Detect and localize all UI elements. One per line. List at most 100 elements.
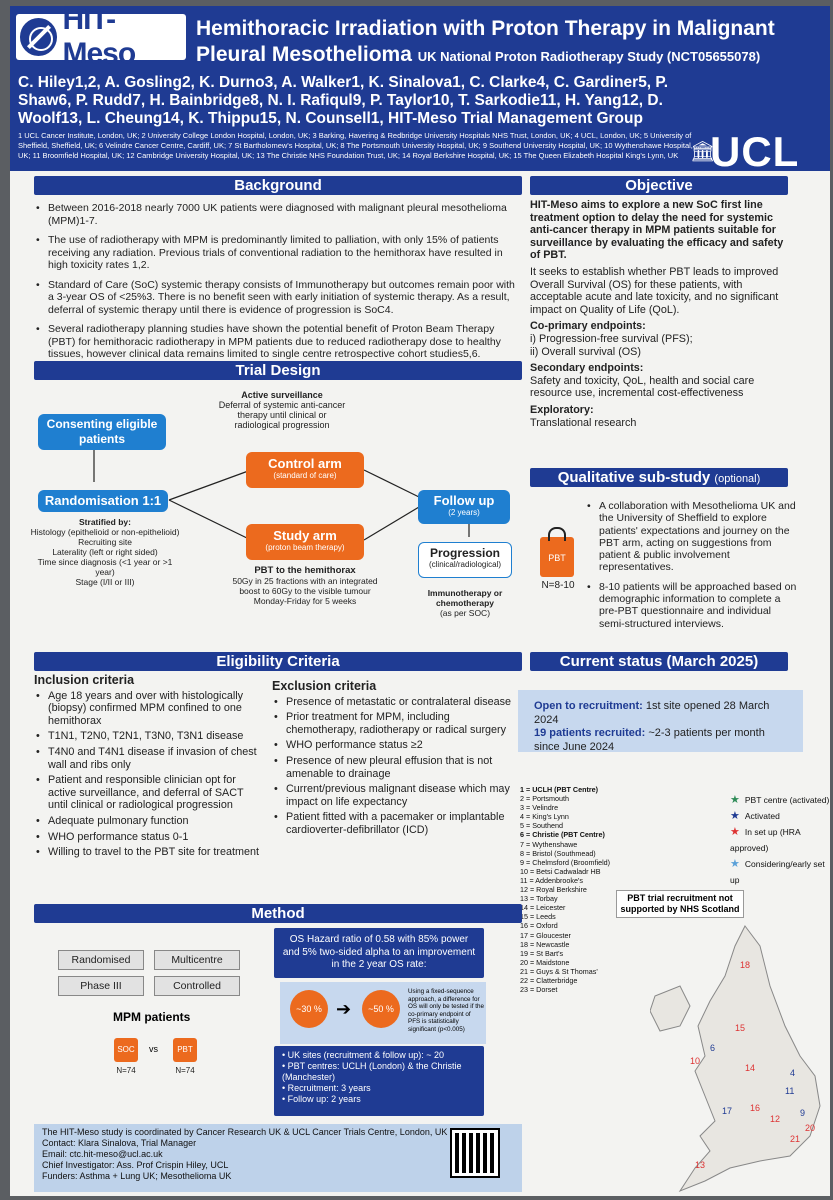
footer-email[interactable]: Email: ctc.hit-meso@ucl.ac.uk (42, 1149, 163, 1159)
co-primary-2: ii) Overall survival (OS) (530, 345, 641, 358)
arrow-right-icon: ➔ (336, 999, 352, 1019)
secondary-text: Safety and toxicity, QoL, health and soc… (530, 374, 755, 400)
author-list: C. Hiley1,2, A. Gosling2, K. Durno3, A. … (18, 74, 669, 127)
method-bullet: • PBT centres: UCLH (London) & the Chris… (282, 1061, 462, 1082)
progression-label: Progression (429, 546, 501, 560)
open-label: Open to recruitment: (534, 700, 643, 712)
secondary-title: Secondary endpoints: (530, 362, 644, 375)
site-item: 18 = Newcastle (520, 939, 570, 949)
uk-map: 18 15 6 10 14 4 11 16 17 12 9 20 21 13 (650, 925, 821, 1193)
site-item: 2 = Portsmouth (520, 794, 569, 804)
trial-design-heading: Trial Design (34, 361, 522, 380)
star-blue-icon: ★ (730, 810, 740, 822)
method-bullet: • Follow up: 2 years (282, 1094, 361, 1104)
background-item: Several radiotherapy planning studies ha… (34, 323, 522, 361)
soc-badge-icon: SOC (114, 1038, 138, 1062)
site-item: 22 = Clatterbridge (520, 975, 578, 985)
progression-sub: (clinical/radiological) (428, 560, 502, 569)
control-arm-label: Control arm (268, 456, 342, 471)
immuno-sub: (as per SOC) (439, 608, 491, 618)
recruited-text: ~2-3 patients per month since June 2024 (534, 727, 765, 753)
objective-lead: HIT-Meso aims to explore a new SoC first… (530, 199, 784, 262)
affiliations: 1 UCL Cancer Institute, London, UK; 2 Un… (18, 131, 693, 160)
site-item: 20 = Maidstone (520, 957, 570, 967)
open-text: 1st site opened 28 March 2024 (534, 700, 770, 726)
exclusion-criteria: Exclusion criteria Presence of metastati… (272, 680, 522, 840)
inclusion-title: Inclusion criteria (34, 673, 135, 687)
map-marker: 9 (800, 1108, 805, 1118)
objective-seeks: It seeks to establish whether PBT leads … (530, 265, 779, 316)
vs-label: vs (149, 1044, 158, 1054)
map-marker: 6 (710, 1043, 715, 1053)
site-item: 4 = King's Lynn (520, 812, 569, 822)
inclusion-item: T4N0 and T4N1 disease if invasion of che… (34, 746, 264, 771)
site-item: 6 = Christie (PBT Centre) (520, 830, 605, 840)
active-surveillance-title: Active surveillance (241, 390, 323, 400)
inclusion-item: WHO performance status 0-1 (34, 831, 264, 844)
qualitative-title: Qualitative sub-study (557, 469, 711, 486)
inclusion-item: Patient and responsible clinician opt fo… (34, 774, 264, 812)
site-item: 8 = Bristol (Southmead) (520, 848, 596, 858)
site-item: 19 = St Bart's (520, 948, 564, 958)
logo-text: HIT-Meso (62, 3, 136, 70)
legend-item: Considering/early set up (730, 859, 825, 885)
qualitative-heading: Qualitative sub-study (optional) (530, 468, 788, 487)
footer-line: Chief Investigator: Ass. Prof Crispin Hi… (42, 1160, 229, 1170)
exploratory-text: Translational research (530, 416, 637, 429)
status-heading: Current status (March 2025) (530, 652, 788, 671)
site-item: 23 = Dorset (520, 985, 558, 995)
site-item: 10 = Betsi Cadwaladr HB (520, 866, 601, 876)
exclusion-item: WHO performance status ≥2 (272, 739, 522, 752)
controlled-tag: Controlled (154, 976, 240, 996)
follow-up-sub: (2 years) (448, 508, 480, 517)
sequence-text: Using a fixed-sequence approach, a diffe… (408, 988, 484, 1033)
site-item: 5 = Southend (520, 821, 563, 831)
pbt-badge-icon: PBT (173, 1038, 197, 1062)
stratified-item: Histology (epithelioid or non-epithelioi… (30, 527, 180, 537)
multicentre-tag: Multicentre (154, 950, 240, 970)
inclusion-item: Willing to travel to the PBT site for tr… (34, 846, 264, 859)
map-marker: 15 (735, 1023, 745, 1033)
inclusion-criteria: Inclusion criteria Age 18 years and over… (34, 674, 264, 862)
poster-title: Hemithoracic Irradiation with Proton The… (196, 16, 826, 70)
map-marker: 13 (695, 1160, 705, 1170)
study-arm-label: Study arm (273, 528, 337, 543)
qr-code-icon[interactable] (450, 1128, 500, 1178)
stratified-item: Stage (I/II or III) (75, 577, 135, 587)
ucl-logo: UCL (710, 128, 800, 175)
site-item: 7 = Wythenshawe (520, 839, 578, 849)
recruited-label: 19 patients recruited: (534, 727, 646, 739)
poster-header: HIT-Meso Hemithoracic Irradiation with P… (10, 3, 830, 175)
exclusion-item: Presence of new pleural effusion that is… (272, 755, 522, 780)
background-heading: Background (34, 176, 522, 195)
badge-handle-icon (548, 527, 566, 541)
stratified-item: Laterality (left or right sided) (52, 547, 158, 557)
hit-meso-logo: HIT-Meso (16, 3, 186, 70)
inclusion-item: Age 18 years and over with histologicall… (34, 690, 264, 728)
site-item: 17 = Gloucester (520, 930, 571, 940)
qualitative-item: 8-10 patients will be approached based o… (585, 581, 797, 630)
footer-line: Contact: Klara Sinalova, Trial Manager (42, 1138, 197, 1148)
site-item: 12 = Royal Berkshire (520, 885, 587, 895)
footer: The HIT-Meso study is coordinated by Can… (34, 1124, 522, 1192)
qualitative-list: A collaboration with Mesothelioma UK and… (585, 500, 797, 637)
star-red-icon: ★ (730, 826, 740, 838)
star-green-icon: ★ (730, 794, 740, 806)
poster: HIT-Meso Hemithoracic Irradiation with P… (10, 3, 830, 1196)
pct-a-circle: ~30 % (290, 990, 328, 1028)
map-marker: 10 (690, 1056, 700, 1066)
immuno-text: Immunotherapy or chemotherapy (427, 588, 503, 608)
objective-heading: Objective (530, 176, 788, 195)
stratified-item: Recruiting site (78, 537, 132, 547)
exclusion-item: Current/previous malignant disease which… (272, 783, 522, 808)
background-item: The use of radiotherapy with MPM is pred… (34, 234, 522, 272)
active-surveillance-text: Deferral of systemic anti-cancer therapy… (218, 400, 346, 430)
n-pbt: N=74 (175, 1066, 195, 1075)
randomised-tag: Randomised (58, 950, 144, 970)
legend-item: Activated (744, 811, 780, 821)
co-primary-1: i) Progression-free survival (PFS); (530, 332, 693, 345)
map-marker: 20 (805, 1123, 815, 1133)
site-item: 13 = Torbay (520, 894, 558, 904)
control-arm-box: Control arm (standard of care) (246, 452, 364, 488)
map-marker: 11 (785, 1086, 794, 1096)
